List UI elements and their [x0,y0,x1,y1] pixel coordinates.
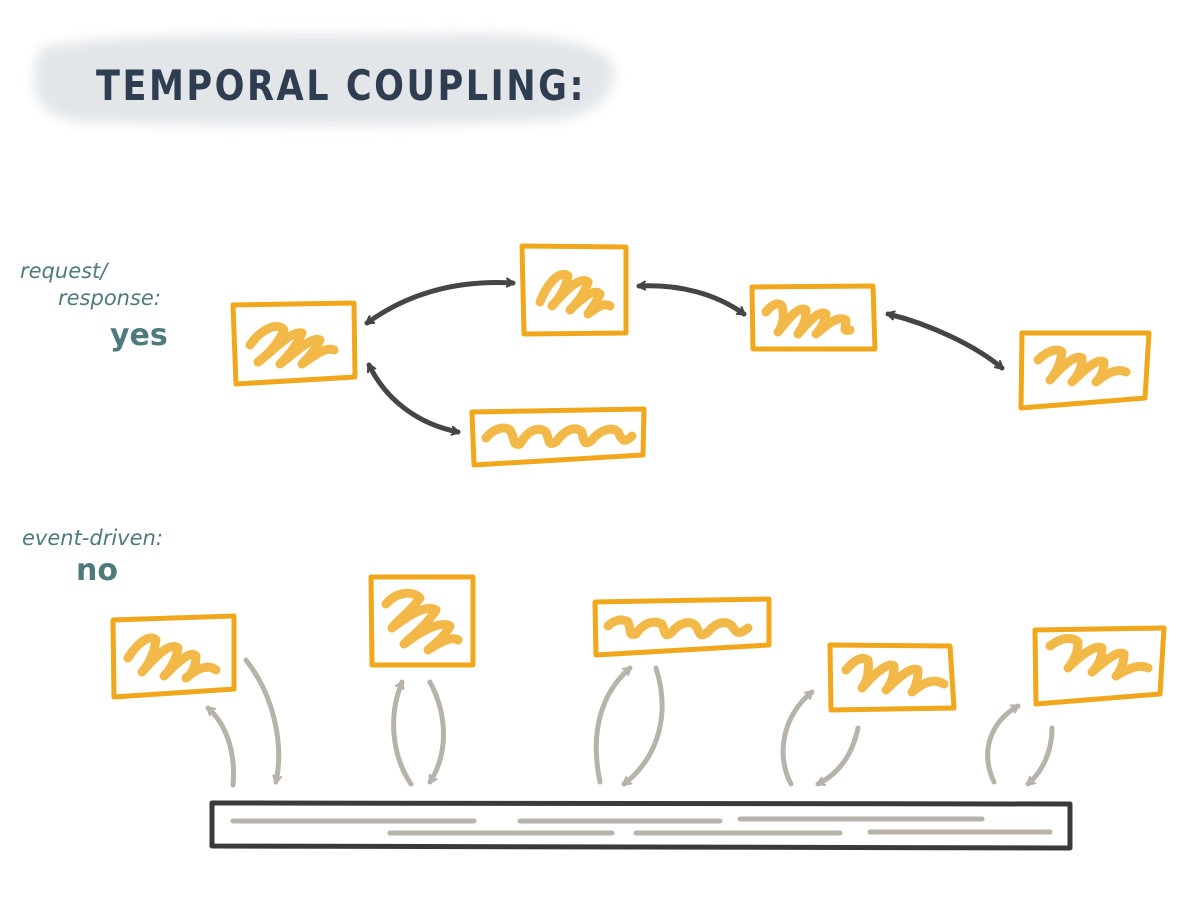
title-wash [33,33,614,126]
request-response-group [230,243,1152,468]
service-scribble [1033,345,1131,387]
round-trip-arrow-icon [815,725,861,787]
event-bus-icon [209,800,1073,851]
service-box [110,613,237,700]
service-scribble [761,299,855,339]
service-scribble [1045,634,1153,681]
title-banner: TEMPORAL COUPLING: [33,33,614,126]
service-scribble [841,653,949,697]
request-response-label-line1: request/ [20,259,109,283]
service-scribble [535,270,615,319]
service-box [368,574,476,668]
double-arrow-icon [366,362,461,432]
service-scribble [245,322,339,369]
service-box [1032,625,1167,707]
service-box [827,642,957,713]
round-trip-arrow-icon [391,679,414,787]
double-arrow-icon [636,286,747,317]
request-response-answer: yes [110,318,168,353]
event-driven-label-text: event-driven: [22,526,163,550]
double-arrow-icon [364,283,516,326]
round-trip-arrow-icon [780,689,815,787]
service-box [1018,330,1152,411]
service-box [592,596,772,658]
service-box [519,243,629,337]
service-scribble [481,423,637,449]
round-trip-arrow-icon [1025,725,1055,787]
service-scribble [381,588,463,655]
service-box [230,300,358,387]
service-box [749,283,878,352]
event-driven-answer: no [76,553,118,588]
service-scribble [123,633,221,683]
service-box [469,406,647,468]
double-arrow-icon [885,314,1005,371]
request-response-label: request/ response: yes [20,259,168,353]
event-driven-group [110,574,1167,788]
round-trip-arrow-icon [985,703,1021,785]
event-driven-label: event-driven: no [22,526,163,588]
page-title: TEMPORAL COUPLING: [96,61,586,110]
round-trip-arrow-icon [621,665,665,787]
service-scribble [603,615,753,640]
round-trip-arrow-icon [593,665,633,785]
round-trip-arrow-icon [243,657,279,785]
request-response-label-line2: response: [58,286,161,310]
round-trip-arrow-icon [427,679,446,785]
round-trip-arrow-icon [205,705,237,788]
event-bus [209,800,1073,851]
